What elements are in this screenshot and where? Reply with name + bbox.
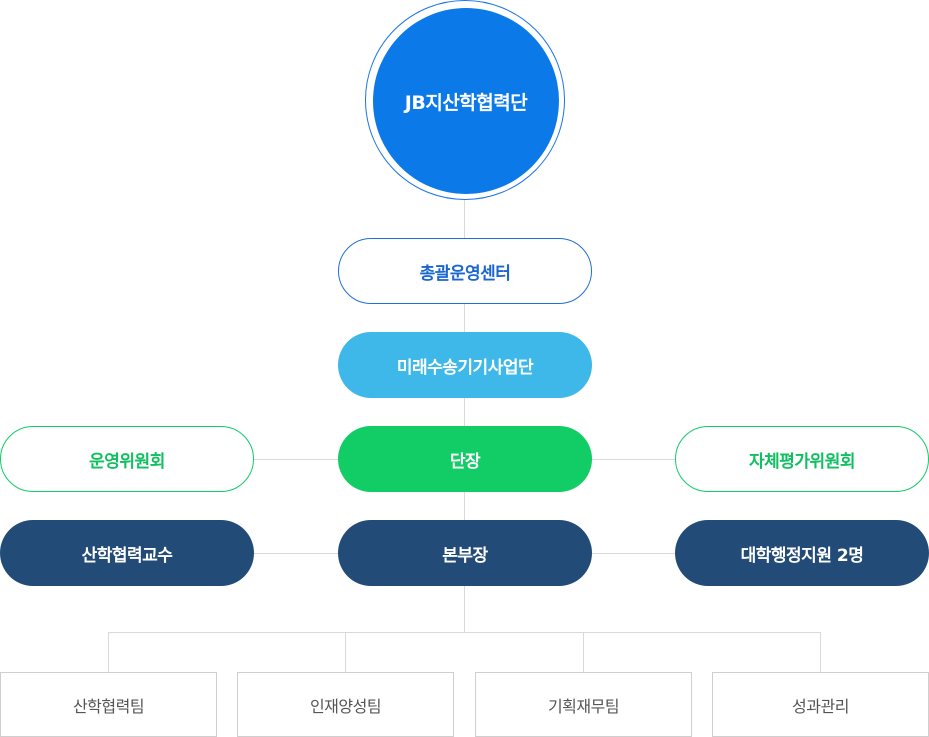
right-committee-label: 자체평가위원회 <box>749 451 855 472</box>
team-box: 성과관리 <box>712 672 929 737</box>
connector-team-4 <box>820 632 821 672</box>
deputy-node: 본부장 <box>338 520 592 586</box>
connector-deputy-right <box>591 553 676 554</box>
team-box: 산학협력팀 <box>0 672 217 737</box>
connector-director-right <box>591 459 676 460</box>
left-staff-node: 산학협력교수 <box>0 520 254 586</box>
connector-vertical-main <box>464 200 465 632</box>
root-node: JB지산학협력단 <box>373 8 559 194</box>
connector-team-3 <box>583 632 584 672</box>
connector-deputy-left <box>253 553 339 554</box>
team-box: 기획재무팀 <box>475 672 692 737</box>
team-box: 인재양성팀 <box>237 672 454 737</box>
team-label: 성과관리 <box>792 696 849 716</box>
root-label: JB지산학협력단 <box>404 91 528 114</box>
left-committee-node: 운영위원회 <box>0 426 254 492</box>
right-staff-node: 대학행정지원 2명 <box>675 520 929 586</box>
connector-team-2 <box>345 632 346 672</box>
center-label: 총괄운영센터 <box>419 263 511 284</box>
connector-director-left <box>253 459 339 460</box>
left-committee-label: 운영위원회 <box>89 451 165 472</box>
team-label: 산학협력팀 <box>72 696 145 716</box>
team-label: 인재양성팀 <box>309 696 382 716</box>
team-label: 기획재무팀 <box>547 696 620 716</box>
connector-team-1 <box>108 632 109 672</box>
center-node: 총괄운영센터 <box>338 238 592 304</box>
project-label: 미래수송기기사업단 <box>396 357 534 378</box>
director-node: 단장 <box>338 426 592 492</box>
project-node: 미래수송기기사업단 <box>338 332 592 398</box>
director-label: 단장 <box>449 451 481 472</box>
deputy-label: 본부장 <box>442 545 488 566</box>
root-circle-ring <box>365 0 565 200</box>
right-staff-label: 대학행정지원 2명 <box>740 545 864 566</box>
right-committee-node: 자체평가위원회 <box>675 426 929 492</box>
connector-team-horizontal <box>108 632 821 633</box>
left-staff-label: 산학협력교수 <box>81 545 173 566</box>
